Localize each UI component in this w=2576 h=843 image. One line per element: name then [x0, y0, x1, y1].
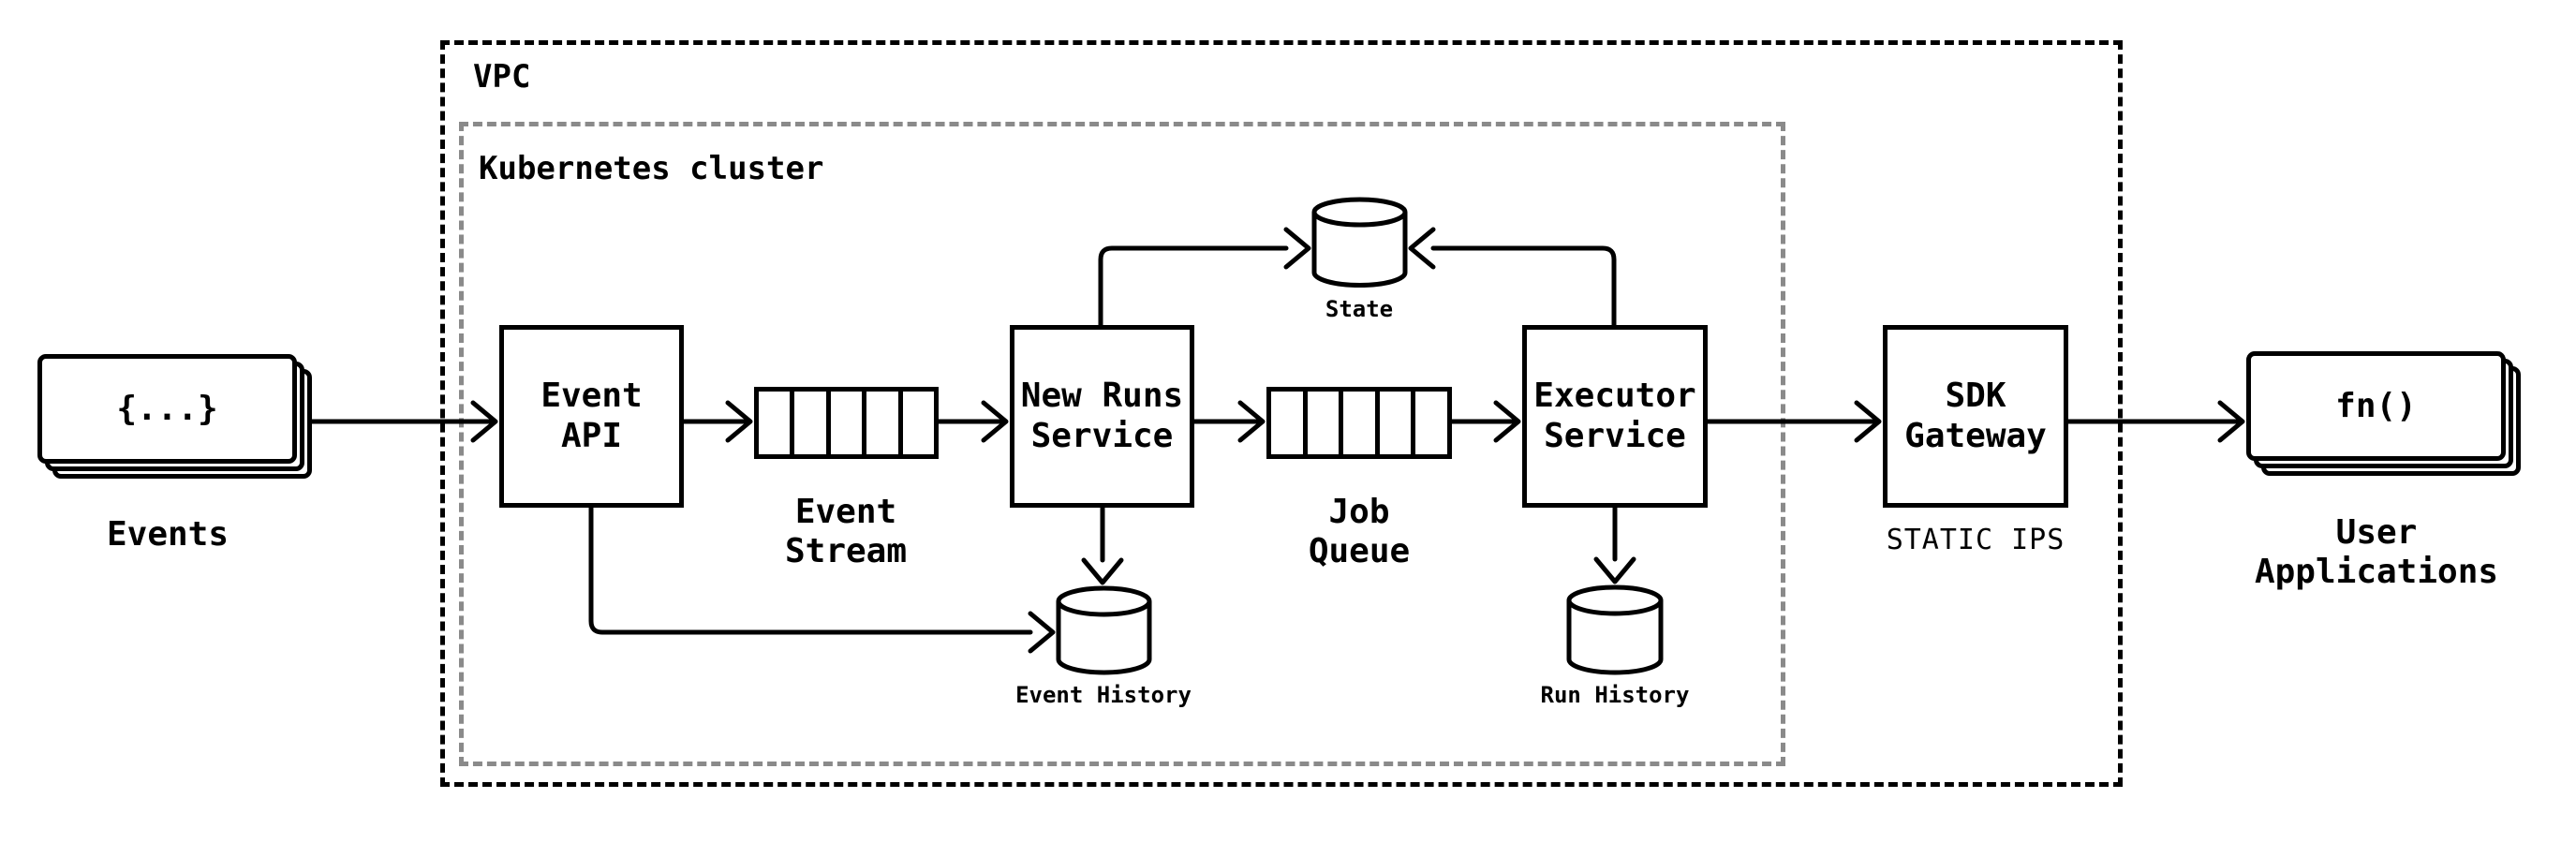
- arrowhead-executor-to-run-history: [1593, 556, 1636, 584]
- new-runs-service-label: New Runs Service: [1020, 377, 1184, 455]
- arrowhead-new-runs-to-state: [1283, 227, 1311, 270]
- job-queue-icon: [1266, 387, 1452, 459]
- job-queue-label: Job Queue: [1308, 493, 1411, 571]
- arrowhead-new-runs-to-job-queue: [1237, 400, 1266, 443]
- queue-cell: [790, 392, 825, 454]
- run-history-label: Run History: [1540, 682, 1690, 708]
- arrow-executor-to-state: [1430, 245, 1617, 328]
- queue-cell: [862, 392, 897, 454]
- sdk-gateway-static-ips-label: STATIC IPS: [1886, 524, 2065, 556]
- vpc-label: VPC: [473, 58, 531, 96]
- event-api-label: Event API: [540, 377, 643, 455]
- arrowhead-executor-to-state: [1408, 227, 1436, 270]
- event-api-node: Event API: [499, 325, 684, 508]
- executor-service-label: Executor Service: [1533, 377, 1696, 455]
- queue-cell: [1374, 392, 1412, 454]
- event-stream-queue-icon: [754, 387, 939, 459]
- queue-cell: [1302, 392, 1340, 454]
- events-node: {...}: [37, 354, 297, 464]
- arrowhead-job-queue-to-executor: [1493, 400, 1521, 443]
- queue-cell: [759, 392, 790, 454]
- event-history-database-icon: [1056, 585, 1152, 675]
- queue-cell: [897, 392, 934, 454]
- arrowhead-events-to-event-api: [470, 400, 498, 443]
- event-history-label: Event History: [1015, 682, 1192, 708]
- arrowhead-sdk-gateway-to-user-apps: [2217, 400, 2245, 443]
- kubernetes-cluster-label: Kubernetes cluster: [479, 150, 824, 187]
- arrow-event-api-to-event-history: [588, 505, 1033, 635]
- events-node-icon-text: {...}: [116, 390, 218, 428]
- user-applications-node: fn(): [2246, 351, 2506, 461]
- arrow-new-runs-to-state: [1098, 245, 1289, 328]
- queue-cell: [825, 392, 862, 454]
- executor-service-node: Executor Service: [1522, 325, 1708, 508]
- kubernetes-cluster-boundary: Kubernetes cluster: [459, 122, 1785, 766]
- user-applications-icon-text: fn(): [2335, 387, 2417, 425]
- run-history-database-icon: [1566, 584, 1664, 675]
- arrowhead-new-runs-to-event-history: [1081, 557, 1124, 585]
- events-label: Events: [106, 515, 229, 554]
- new-runs-service-node: New Runs Service: [1010, 325, 1194, 508]
- state-database-icon: [1311, 197, 1408, 288]
- state-db-label: State: [1325, 296, 1394, 322]
- arrowhead-event-stream-to-new-runs: [981, 400, 1009, 443]
- queue-cell: [1339, 392, 1375, 454]
- vpc-boundary: VPC: [440, 40, 2123, 787]
- arrowhead-executor-to-sdk-gateway: [1854, 400, 1882, 443]
- sdk-gateway-label: SDK Gateway: [1904, 377, 2047, 455]
- event-stream-label: Event Stream: [784, 493, 908, 571]
- arrowhead-event-api-to-event-history: [1028, 611, 1056, 654]
- user-applications-label: User Applications: [2254, 513, 2499, 592]
- queue-cell: [1411, 392, 1447, 454]
- sdk-gateway-node: SDK Gateway: [1883, 325, 2068, 508]
- arrowhead-event-api-to-event-stream: [725, 400, 753, 443]
- queue-cell: [1271, 392, 1303, 454]
